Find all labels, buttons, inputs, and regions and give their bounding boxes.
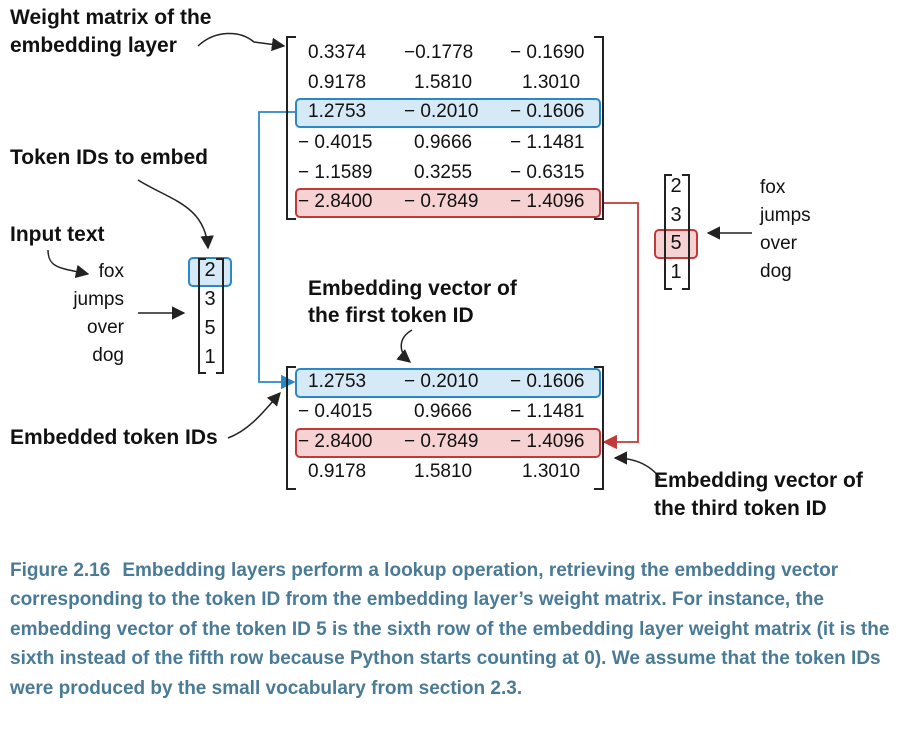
matrix-cell: − 0.1606: [510, 371, 585, 392]
weight-matrix-pointer: [197, 32, 286, 52]
matrix-cell: −0.1778: [404, 42, 474, 63]
matrix-cell: − 0.1690: [510, 42, 585, 63]
blue-lookup-connector: [258, 111, 296, 390]
matrix-cell: − 0.7849: [404, 191, 479, 212]
token-id: 5: [670, 232, 682, 254]
matrix-row: − 0.4015 0.9666 − 1.1481: [286, 397, 608, 427]
matrix-row: 0.9178 1.5810 1.3010: [286, 68, 608, 98]
token-ids-vector: 2 3 5 1: [188, 256, 232, 374]
embedding-first-label-line2: the first token ID: [308, 304, 474, 327]
matrix-cell: − 0.4015: [298, 132, 373, 153]
matrix-cell: − 1.4096: [510, 431, 585, 452]
right-bracket: [594, 366, 604, 490]
matrix-cell: − 0.7849: [404, 431, 479, 452]
input-text-label: Input text: [10, 223, 105, 246]
token-id: 1: [204, 346, 216, 368]
token-id: 2: [670, 175, 682, 197]
caption-text: Embedding layers perform a lookup operat…: [10, 560, 890, 699]
matrix-cell: 1.2753: [308, 101, 367, 122]
matrix-cell: 1.3010: [522, 461, 581, 482]
right-token-ids-vector: 2 3 5 1: [654, 172, 698, 290]
matrix-cell: − 0.2010: [404, 101, 479, 122]
embedded-row-highlight-red: [295, 428, 601, 458]
matrix-cell: 0.9666: [414, 401, 473, 422]
left-bracket: [286, 366, 296, 490]
matrix-row: − 2.8400 − 0.7849 − 1.4096: [286, 427, 608, 457]
right-token-id-highlight: [654, 229, 698, 259]
embedding-first-pointer: [396, 329, 413, 363]
matrix-cell: − 1.4096: [510, 191, 585, 212]
weight-row-highlight-red: [295, 188, 601, 218]
matrix-cell: 0.3374: [308, 42, 367, 63]
matrix-cell: − 1.1481: [510, 401, 585, 422]
token-ids-label: Token IDs to embed: [10, 146, 208, 169]
red-lookup-connector: [602, 202, 639, 450]
matrix-row: 0.9178 1.5810 1.3010: [286, 457, 608, 487]
matrix-row: − 1.1589 0.3255 − 0.6315: [286, 158, 608, 188]
embedding-first-label-line1: Embedding vector of: [308, 277, 517, 300]
token-id-highlight: [188, 257, 232, 287]
matrix-cell: − 1.1589: [298, 162, 373, 183]
embedded-matrix: 1.2753 − 0.2010 − 0.1606 − 0.4015 0.9666…: [286, 366, 608, 490]
matrix-row: 1.2753 − 0.2010 − 0.1606: [286, 367, 608, 397]
token-id: 3: [670, 204, 682, 226]
input-text-pointer: [47, 249, 90, 279]
matrix-cell: − 2.8400: [298, 431, 373, 452]
embedded-row-highlight-blue: [295, 368, 601, 398]
matrix-row: − 2.8400 − 0.7849 − 1.4096: [286, 187, 608, 217]
input-word: over: [87, 317, 124, 338]
left-bracket: [198, 258, 206, 374]
token-id: 2: [204, 259, 216, 281]
weight-matrix-label-line1: Weight matrix of the: [10, 6, 212, 29]
matrix-row: − 0.4015 0.9666 − 1.1481: [286, 128, 608, 158]
matrix-cell: − 1.1481: [510, 132, 585, 153]
token-id: 5: [204, 317, 216, 339]
right-word: fox: [760, 177, 786, 198]
embedding-third-label-line1: Embedding vector of: [654, 469, 863, 492]
matrix-cell: 1.5810: [414, 72, 473, 93]
embedded-token-ids-label: Embedded token IDs: [10, 426, 218, 449]
matrix-cell: − 0.2010: [404, 371, 479, 392]
token-id: 3: [204, 288, 216, 310]
right-word: dog: [760, 261, 792, 282]
matrix-cell: − 0.6315: [510, 162, 585, 183]
matrix-cell: − 0.4015: [298, 401, 373, 422]
matrix-row: 1.2753 − 0.2010 − 0.1606: [286, 97, 608, 127]
input-word: dog: [92, 345, 124, 366]
matrix-cell: 0.9178: [308, 461, 367, 482]
matrix-cell: 1.3010: [522, 72, 581, 93]
embedding-third-label-line2: the third token ID: [654, 497, 827, 520]
connector-layer: [47, 32, 752, 479]
input-word: jumps: [73, 289, 124, 310]
weight-matrix-label-line2: embedding layer: [10, 34, 177, 57]
embedding-third-pointer: [613, 451, 661, 479]
matrix-cell: − 2.8400: [298, 191, 373, 212]
matrix-cell: 1.5810: [414, 461, 473, 482]
token-ids-pointer: [137, 179, 214, 250]
right-bracket: [594, 36, 604, 220]
left-bracket: [286, 36, 296, 220]
weight-matrix: 0.3374 −0.1778 − 0.1690 0.9178 1.5810 1.…: [286, 36, 608, 220]
input-word: fox: [98, 261, 124, 282]
right-bracket: [682, 174, 690, 290]
matrix-cell: − 0.1606: [510, 101, 585, 122]
figure-number: Figure 2.16: [10, 560, 111, 581]
right-word: jumps: [760, 205, 811, 226]
matrix-cell: 0.9666: [414, 132, 473, 153]
embedded-ids-pointer: [227, 391, 281, 439]
matrix-cell: 0.3255: [414, 162, 473, 183]
matrix-cell: 1.2753: [308, 371, 367, 392]
left-bracket: [664, 174, 672, 290]
token-id: 1: [670, 261, 682, 283]
right-bracket: [216, 258, 224, 374]
matrix-row: 0.3374 −0.1778 − 0.1690: [286, 38, 608, 68]
weight-row-highlight-blue: [295, 98, 601, 128]
matrix-cell: 0.9178: [308, 72, 367, 93]
right-word: over: [760, 233, 797, 254]
